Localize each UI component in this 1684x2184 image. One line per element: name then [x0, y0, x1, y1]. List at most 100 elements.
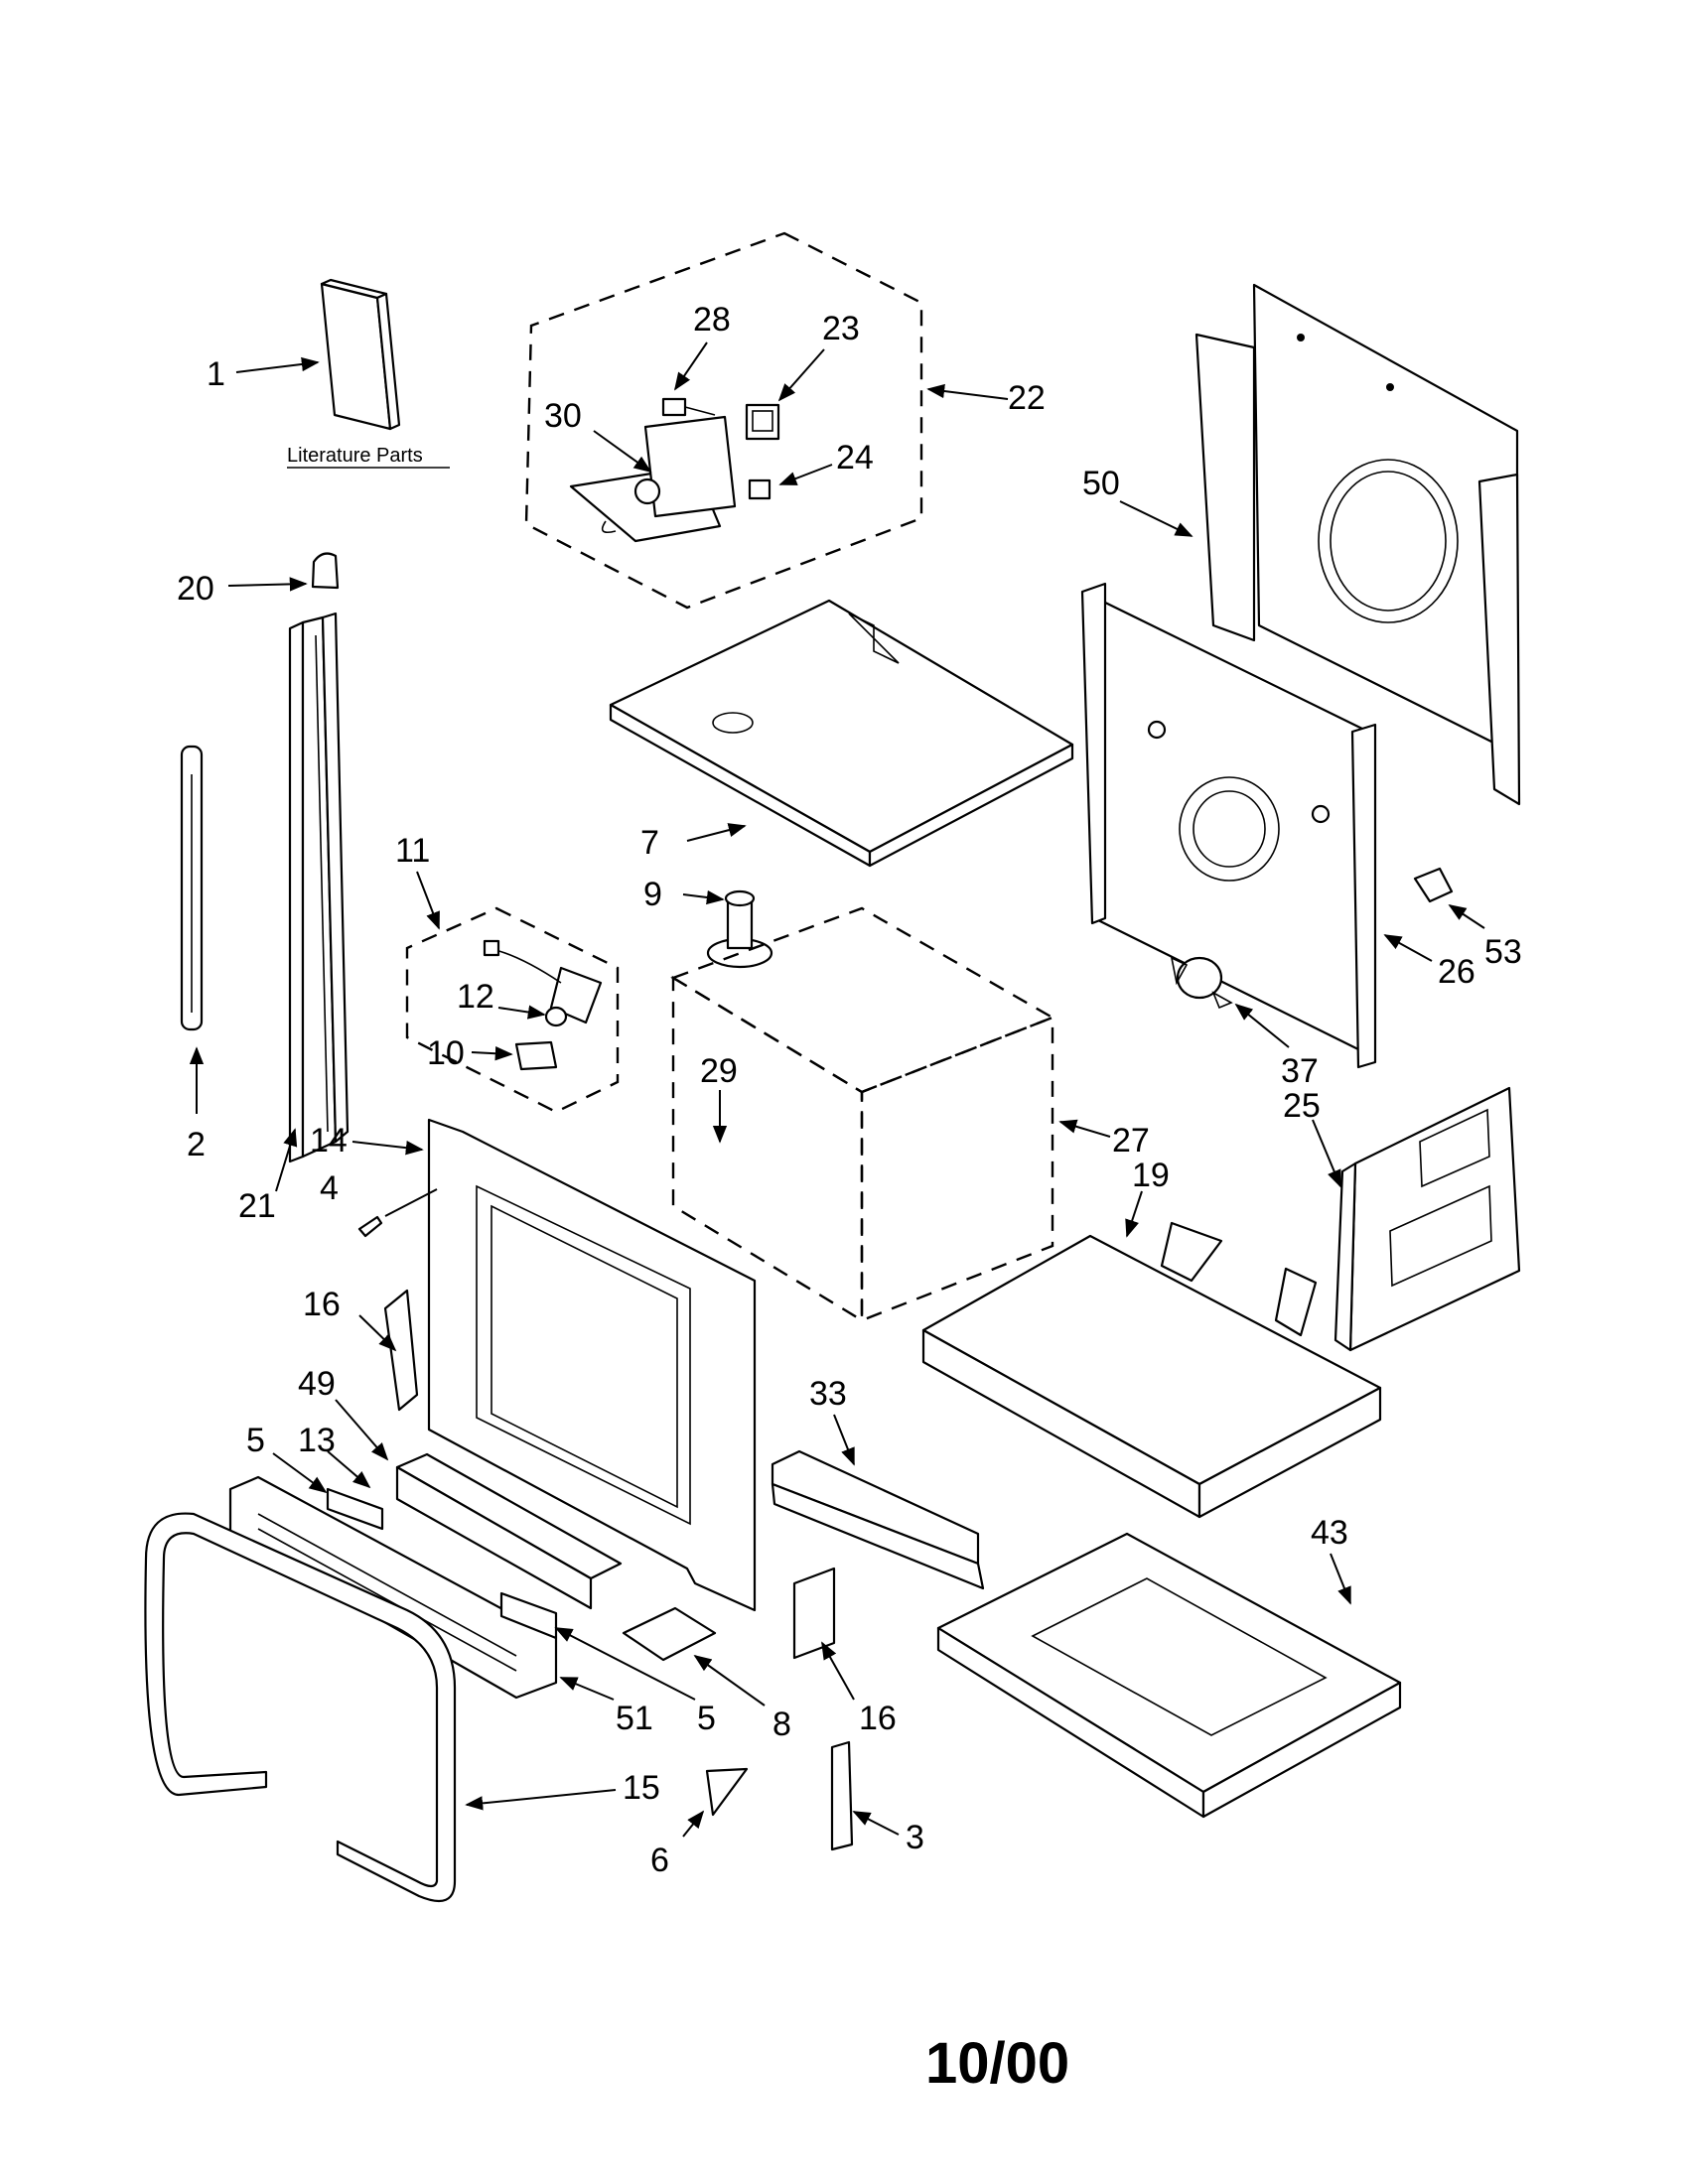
- part-21-side-trim: [288, 612, 350, 1163]
- callout-50: 50: [1082, 465, 1120, 502]
- callout-25: 25: [1283, 1087, 1321, 1125]
- leader-14: [351, 1141, 424, 1156]
- callout-3: 3: [906, 1819, 924, 1856]
- leader-21: [275, 1128, 298, 1192]
- part-25-side-panel: [1333, 1086, 1521, 1352]
- leader-8: [693, 1654, 766, 1706]
- callout-4: 4: [320, 1169, 339, 1207]
- part-14-front-frame: [427, 1118, 757, 1612]
- callout-11: 11: [395, 832, 430, 870]
- leader-6: [682, 1810, 705, 1838]
- leader-19: [1125, 1190, 1143, 1238]
- callout-13: 13: [298, 1422, 336, 1459]
- part-23-relay: [745, 403, 780, 441]
- part-10-lens: [514, 1040, 558, 1071]
- leader-15: [465, 1789, 617, 1811]
- part-2-trim-tube: [180, 745, 204, 1031]
- callout-7: 7: [640, 824, 659, 862]
- callout-26: 26: [1438, 953, 1475, 991]
- part-37-thermostat: [1170, 956, 1233, 1010]
- callout-43: 43: [1311, 1514, 1348, 1552]
- callout-28: 28: [693, 301, 731, 339]
- leader-23: [777, 348, 825, 402]
- callout-14: 14: [310, 1122, 348, 1160]
- part-3-hinge-bracket: [830, 1740, 854, 1851]
- leader-4: [384, 1188, 438, 1217]
- callout-8: 8: [772, 1706, 791, 1743]
- callout-16a: 16: [303, 1286, 341, 1323]
- callout-29: 29: [700, 1052, 738, 1090]
- leader-49: [335, 1399, 389, 1461]
- leader-43: [1330, 1553, 1351, 1605]
- leader-1: [235, 356, 320, 373]
- part-9-fan-hub: [706, 889, 773, 969]
- part-11-light-socket: [483, 939, 603, 1024]
- callout-12: 12: [457, 978, 494, 1016]
- leader-9: [682, 889, 725, 905]
- part-7-top-panel: [609, 599, 1074, 868]
- callout-9: 9: [643, 876, 662, 913]
- callout-5b: 5: [697, 1700, 716, 1737]
- leader-26: [1383, 934, 1433, 962]
- callout-23: 23: [822, 310, 860, 347]
- leader-11: [416, 871, 440, 930]
- leader-5b: [554, 1627, 696, 1701]
- leader-33: [833, 1414, 855, 1466]
- part-1-literature: [320, 278, 401, 431]
- leader-53: [1448, 904, 1485, 929]
- part-16-bracket-lower: [792, 1567, 836, 1660]
- callout-27: 27: [1112, 1122, 1150, 1160]
- group-22-outline: [524, 231, 923, 610]
- part-49-vent-duct: [395, 1452, 623, 1610]
- part-6-bracket: [705, 1767, 749, 1817]
- leader-27: [1058, 1119, 1111, 1138]
- part-20-cap: [311, 552, 340, 590]
- part-19-bottom-panel: [921, 1221, 1382, 1519]
- callout-1: 1: [207, 355, 225, 393]
- leader-10: [471, 1045, 513, 1061]
- leader-51: [559, 1677, 615, 1701]
- callout-33: 33: [809, 1375, 847, 1413]
- part-15-door-gasket: [144, 1512, 457, 1903]
- leader-30: [593, 430, 652, 474]
- callout-16b: 16: [859, 1700, 897, 1737]
- callout-24: 24: [836, 439, 874, 477]
- callout-20: 20: [177, 570, 214, 608]
- part-8-shield: [622, 1606, 717, 1662]
- callout-30: 30: [544, 397, 582, 435]
- callout-19: 19: [1132, 1157, 1170, 1194]
- part-43-bottom-tray: [936, 1532, 1402, 1819]
- part-27-oven-liner: [670, 906, 1055, 1323]
- callout-53: 53: [1484, 933, 1522, 971]
- leader-3: [852, 1811, 900, 1836]
- callout-5a: 5: [246, 1422, 265, 1459]
- callout-10: 10: [427, 1034, 465, 1072]
- part-53-clip: [1413, 867, 1454, 903]
- part-28-switch: [661, 397, 716, 417]
- date-code: 10/00: [925, 2031, 1069, 2096]
- leader-7: [686, 823, 747, 842]
- part-26-rear-oven-panel: [1080, 582, 1377, 1069]
- part-5-spacer-upper: [326, 1487, 384, 1531]
- leader-22: [926, 383, 1009, 400]
- part-33-rail: [771, 1449, 985, 1590]
- callout-49: 49: [298, 1365, 336, 1403]
- callout-15: 15: [623, 1769, 660, 1807]
- leader-20: [227, 577, 308, 592]
- callout-37: 37: [1281, 1052, 1319, 1090]
- part-4-screw: [357, 1215, 383, 1238]
- part-12-bulb: [544, 1006, 568, 1027]
- leader-37: [1234, 1003, 1290, 1048]
- callout-2: 2: [187, 1126, 206, 1163]
- callout-22: 22: [1008, 379, 1046, 417]
- leader-16b: [821, 1641, 855, 1701]
- leader-24: [778, 464, 833, 485]
- leader-5a: [272, 1452, 328, 1494]
- leader-13: [327, 1450, 371, 1489]
- part-16-bracket-upper: [383, 1289, 419, 1412]
- part-24-fuse: [748, 478, 772, 500]
- leader-50: [1119, 500, 1193, 537]
- leader-16a: [358, 1314, 397, 1352]
